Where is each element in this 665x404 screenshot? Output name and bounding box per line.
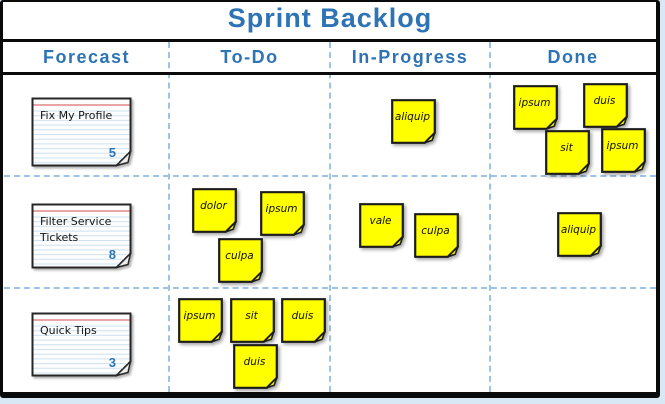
sticky-note-label: culpa	[225, 250, 254, 262]
forecast-card-title: Filter Service Tickets	[40, 215, 112, 244]
row-divider	[4, 287, 656, 289]
forecast-card-title: Fix My Profile	[40, 109, 113, 122]
forecast-card[interactable]: Quick Tips 3	[31, 312, 132, 377]
sticky-note[interactable]: sit	[545, 130, 590, 175]
sticky-note[interactable]: duis	[583, 83, 628, 128]
sticky-note[interactable]: duis	[281, 298, 326, 343]
forecast-card[interactable]: Fix My Profile 5	[31, 97, 132, 167]
sticky-note-label: duis	[243, 356, 266, 368]
sticky-note[interactable]: aliquip	[557, 212, 602, 257]
story-points: 5	[108, 145, 116, 160]
sticky-note[interactable]: ipsum	[178, 298, 223, 343]
sticky-note-label: ipsum	[265, 203, 298, 215]
forecast-card[interactable]: Filter Service Tickets 8	[31, 203, 132, 269]
sticky-note[interactable]: sit	[230, 298, 275, 343]
header-bottom-rule	[3, 72, 656, 75]
sticky-note-label: aliquip	[560, 224, 597, 236]
sticky-note-label: sit	[560, 142, 573, 154]
sticky-note[interactable]: dolor	[192, 188, 237, 233]
sticky-note-label: aliquip	[394, 111, 431, 123]
row-divider	[4, 175, 656, 177]
column-divider	[168, 42, 170, 392]
sticky-note[interactable]: vale	[359, 203, 404, 248]
sticky-note[interactable]: duis	[233, 344, 278, 389]
sticky-note-label: duis	[291, 310, 314, 322]
column-divider	[329, 42, 331, 392]
sticky-note-label: ipsum	[183, 310, 216, 322]
sticky-note-label: dolor	[200, 200, 227, 212]
forecast-card-title: Quick Tips	[40, 324, 97, 337]
sticky-note[interactable]: ipsum	[513, 85, 558, 130]
board-title: Sprint Backlog	[227, 3, 433, 33]
story-points: 3	[108, 355, 116, 370]
sticky-note[interactable]: ipsum	[260, 191, 305, 236]
sticky-note-label: ipsum	[606, 140, 639, 152]
sticky-note[interactable]: ipsum	[601, 128, 646, 173]
sticky-note-label: culpa	[421, 225, 450, 237]
sticky-note-label: sit	[245, 310, 258, 322]
column-header-done: Done	[547, 47, 599, 67]
sticky-note-label: duis	[593, 95, 616, 107]
sticky-note-label: ipsum	[518, 97, 551, 109]
column-header-in-progress: In-Progress	[351, 47, 469, 67]
column-header-forecast: Forecast	[42, 47, 131, 67]
header-top-rule	[3, 39, 656, 42]
sticky-note[interactable]: culpa	[414, 213, 459, 258]
sticky-note[interactable]: culpa	[218, 238, 263, 283]
column-header-todo: To-Do	[220, 47, 279, 67]
sticky-note[interactable]: aliquip	[391, 99, 436, 144]
column-divider	[489, 42, 491, 392]
sticky-note-label: vale	[369, 215, 392, 227]
story-points: 8	[108, 247, 116, 262]
